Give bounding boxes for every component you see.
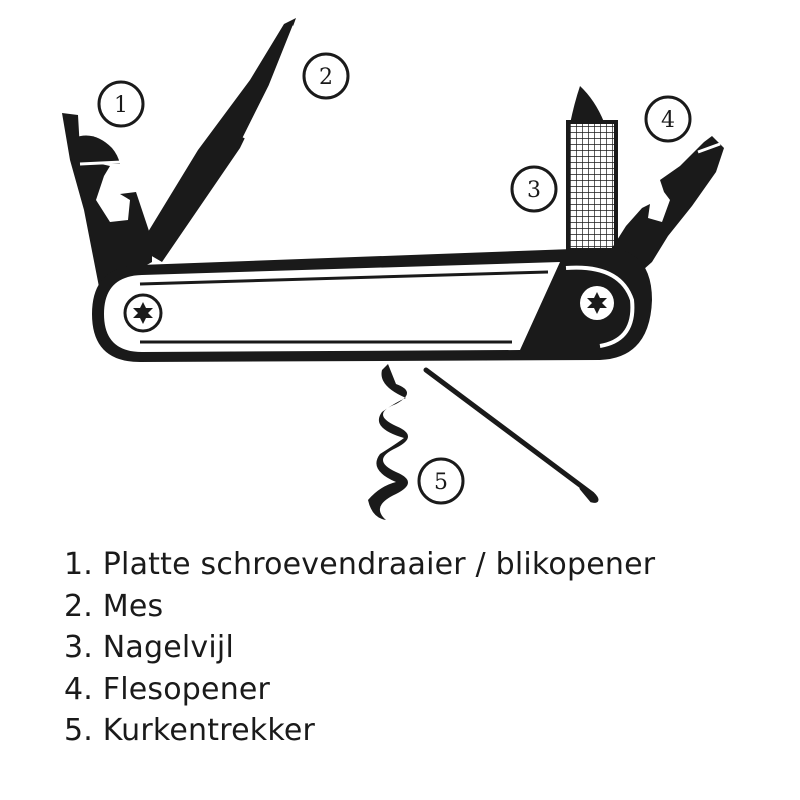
knife-handle	[92, 247, 652, 362]
knife-blade	[148, 18, 296, 262]
svg-text:4: 4	[661, 108, 675, 133]
reamer-wire	[423, 367, 599, 503]
nail-file	[566, 86, 618, 252]
callout-1: 1	[97, 80, 145, 128]
legend-item-5: 5. Kurkentrekker	[64, 713, 316, 748]
tool-legend: 1. Platte schroevendraaier / blikopener …	[64, 544, 655, 752]
legend-item-4: 4. Flesopener	[64, 671, 271, 707]
corkscrew	[368, 364, 408, 520]
callout-2: 2	[302, 52, 350, 100]
torx-screw-icon	[580, 286, 614, 320]
svg-text:3: 3	[527, 178, 541, 203]
torx-screw-icon	[123, 293, 163, 333]
bottle-opener	[612, 136, 724, 278]
svg-text:1: 1	[114, 93, 128, 118]
legend-item-3: 3. Nagelvijl	[64, 630, 234, 665]
svg-text:2: 2	[319, 65, 333, 90]
callout-5: 5	[417, 457, 465, 505]
callout-4: 4	[644, 95, 692, 143]
svg-text:5: 5	[434, 470, 448, 495]
pocket-knife-diagram: 1 2 3 4 5	[62, 18, 724, 520]
callout-3: 3	[510, 165, 558, 213]
legend-item-2: 2. Mes	[64, 588, 164, 624]
legend-item-1: 1. Platte schroevendraaier / blikopener	[64, 547, 656, 582]
screwdriver-can-opener	[62, 113, 152, 292]
